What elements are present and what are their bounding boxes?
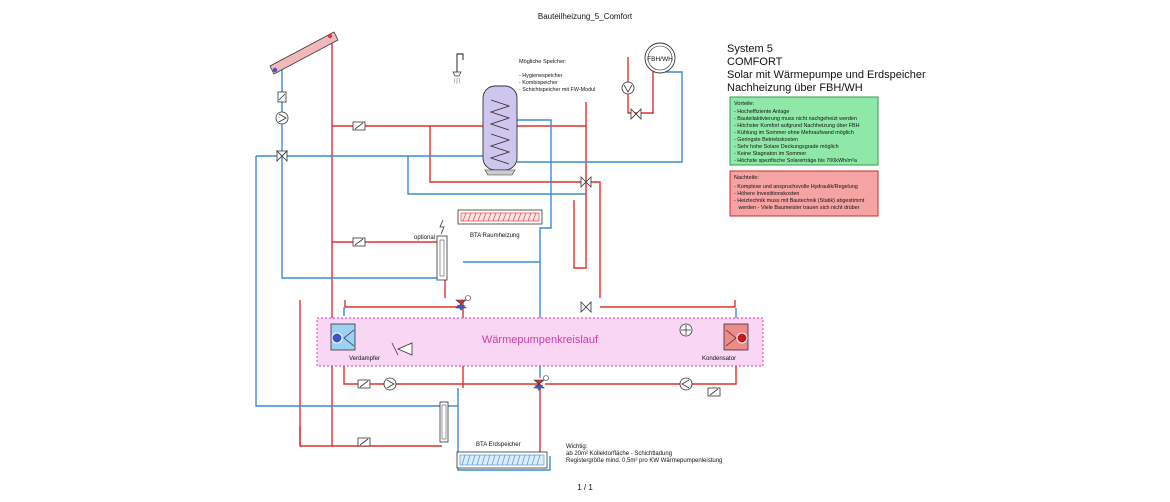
pump-icon bbox=[275, 111, 289, 125]
page-title: Bauteilheizung_5_Comfort bbox=[538, 12, 633, 21]
storage-options: Mögliche Speicher: - Hygienespeicher - K… bbox=[519, 59, 595, 93]
condenser-port bbox=[736, 332, 748, 344]
cold-pipe bbox=[517, 71, 683, 163]
system-line-2: COMFORT bbox=[727, 56, 783, 68]
storage-item: - Hygienespeicher bbox=[519, 73, 563, 79]
advantage-item: - Sehr hohe Solare Deckungsgrade möglich bbox=[734, 144, 839, 150]
kondensator-label: Kondensator bbox=[702, 356, 736, 362]
note-line-1: Wichtig: bbox=[566, 444, 588, 450]
three-way-valve-icon bbox=[630, 108, 642, 120]
hot-pipe bbox=[299, 300, 332, 447]
storage-item: - Schichtspeicher mit FW-Modul bbox=[519, 87, 595, 93]
advantage-item: - Höchster Komfort aufgrund Nachheizung … bbox=[734, 123, 860, 129]
three-way-valve-icon bbox=[580, 301, 592, 313]
advantage-item: - Kühlung im Sommer ohne Mehraufwand mög… bbox=[734, 130, 854, 136]
hot-pipe bbox=[600, 300, 736, 308]
note-line-3: Registergröße mind. 0,5m² pro KW Wärmepu… bbox=[566, 458, 722, 464]
advantages-box: Vorteile: - Hocheffiziente Anlage - Baut… bbox=[729, 96, 879, 166]
check-valve-icon bbox=[277, 91, 287, 103]
bta-erdspeicher: BTA Erdspeicher bbox=[456, 442, 548, 469]
dhw-line bbox=[456, 53, 464, 72]
system-line-3: Solar mit Wärmepumpe und Erdspeicher bbox=[727, 69, 926, 81]
hot-pipe bbox=[573, 102, 587, 269]
check-valve-icon bbox=[357, 379, 371, 389]
system-description: System 5 COMFORT Solar mit Wärmepumpe un… bbox=[727, 43, 926, 94]
advantage-item: - Bauteilaktivierung muss nicht nachgehe… bbox=[734, 116, 857, 122]
system-line-1: System 5 bbox=[727, 43, 773, 55]
cold-pipe bbox=[255, 156, 442, 407]
page-indicator: 1 / 1 bbox=[577, 483, 593, 492]
pump-icon bbox=[621, 81, 635, 95]
cold-pipe bbox=[457, 388, 551, 471]
solar-collector bbox=[269, 31, 339, 75]
advantage-item: - Geringste Betriebskosten bbox=[734, 137, 798, 143]
verdampfer-label: Verdampfer bbox=[349, 356, 380, 362]
check-valve-icon bbox=[707, 387, 721, 397]
storage-tank bbox=[482, 85, 518, 176]
check-valve-icon bbox=[352, 121, 366, 131]
advantage-item: - Keine Stagnaton im Sommer bbox=[734, 151, 806, 157]
shower-icon bbox=[452, 71, 462, 84]
mixing-valve-icon bbox=[455, 295, 471, 311]
cold-pipe bbox=[407, 156, 586, 195]
pump-icon bbox=[679, 377, 693, 391]
system-line-4: Nachheizung über FBH/WH bbox=[727, 82, 863, 94]
electric-heater: optional bbox=[414, 219, 448, 281]
advantages-frame bbox=[729, 96, 879, 166]
optional-label: optional bbox=[414, 235, 435, 241]
three-way-valve-icon bbox=[580, 176, 592, 188]
wp-kreislauf-label: Wärmepumpenkreislauf bbox=[482, 334, 599, 346]
fbh-wh-unit: FBH/WH bbox=[644, 42, 676, 74]
pump-icon bbox=[383, 377, 397, 391]
mixing-valve-icon bbox=[533, 375, 549, 391]
storage-title: Mögliche Speicher: bbox=[519, 59, 567, 65]
check-valve-icon bbox=[352, 237, 366, 247]
expansion-valve-icon bbox=[391, 342, 413, 356]
heat-pump-circuit: Wärmepumpenkreislauf Verdampfer Kondensa… bbox=[316, 317, 764, 367]
advantage-item: - Hocheffiziente Anlage bbox=[734, 109, 789, 115]
storage-item: - Kombispeicher bbox=[519, 80, 558, 86]
disadvantages-title: Nachteile: bbox=[734, 175, 759, 181]
hot-pipe bbox=[429, 126, 601, 298]
cold-pipe bbox=[517, 119, 552, 262]
advantage-item: - Höchste spezifische Solarerträge bis 7… bbox=[734, 158, 857, 164]
hot-pipe bbox=[344, 300, 458, 308]
bta-raum-label: BTA Raumheizung bbox=[470, 233, 520, 239]
disadvantage-item: - Heiztechnik muss mit Bautechnik (Stati… bbox=[734, 198, 865, 204]
check-valve-icon bbox=[357, 437, 371, 447]
disadvantages-frame bbox=[729, 170, 879, 217]
bta-erd-label: BTA Erdspeicher bbox=[476, 442, 521, 448]
note-line-2: ab 20m² Kollektorfläche - Schichtladung bbox=[566, 451, 672, 457]
disadvantage-item: - Höhere Investitionskosten bbox=[734, 191, 799, 197]
cold-pipe bbox=[343, 307, 345, 316]
cold-pipe bbox=[281, 70, 440, 279]
advantages-title: Vorteile: bbox=[734, 101, 755, 107]
disadvantage-item: - Komplexe und anspruchsvolle Hydraulik/… bbox=[734, 184, 858, 190]
bta-raumheizung: BTA Raumheizung bbox=[457, 209, 543, 239]
hot-pipe bbox=[627, 57, 653, 114]
disadvantage-item: werden - Viele Baumeister trauen sich ni… bbox=[734, 205, 860, 211]
important-note: Wichtig: ab 20m² Kollektorfläche - Schic… bbox=[566, 444, 722, 464]
three-way-valve-icon bbox=[276, 150, 288, 162]
compressor-icon bbox=[679, 323, 693, 337]
disadvantages-box: Nachteile: - Komplexe und anspruchsvolle… bbox=[729, 170, 879, 217]
heat-exchanger bbox=[439, 401, 449, 443]
evaporator-port bbox=[331, 332, 343, 344]
fbh-wh-label: FBH/WH bbox=[647, 56, 673, 63]
